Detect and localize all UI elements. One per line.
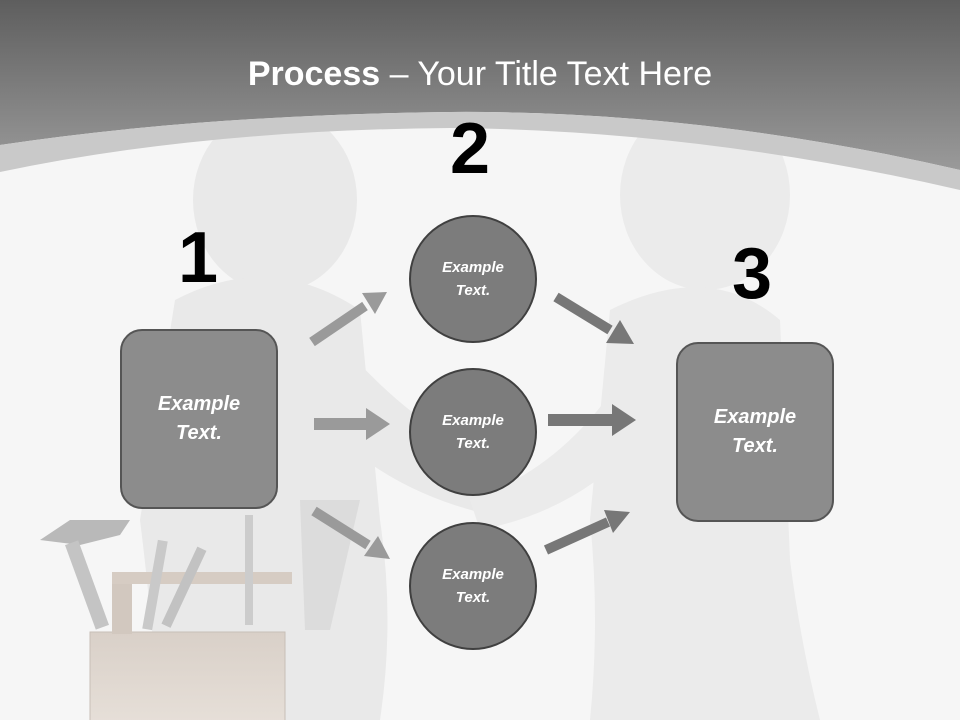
arrow-1-to-top bbox=[309, 292, 387, 347]
step-3-text: Example Text. bbox=[713, 406, 797, 457]
header-band bbox=[0, 0, 960, 170]
step-2-circle-middle: Example Text. bbox=[409, 368, 537, 496]
step-number-1: 1 bbox=[178, 218, 219, 298]
step-2-text-middle: Example Text. bbox=[442, 412, 504, 452]
step-number-3: 3 bbox=[732, 234, 773, 314]
step-2-circle-top: Example Text. bbox=[409, 215, 537, 343]
step-2-text-top: Example Text. bbox=[442, 259, 504, 299]
arrow-1-to-middle bbox=[314, 408, 390, 440]
arrow-bottom-to-3 bbox=[543, 510, 630, 555]
arrow-1-to-bottom bbox=[311, 506, 390, 559]
step-1-text: Example Text. bbox=[157, 393, 241, 444]
step-2-circle-bottom: Example Text. bbox=[409, 522, 537, 650]
title-rest: – Your Title Text Here bbox=[380, 55, 713, 93]
step-2-text-bottom: Example Text. bbox=[442, 566, 504, 606]
arrow-middle-to-3 bbox=[548, 404, 636, 436]
header-swoosh bbox=[0, 111, 960, 190]
title-bold: Process bbox=[247, 55, 381, 93]
slide-title: Process – Your Title Text Here bbox=[0, 52, 960, 96]
step-1-box: Example Text. bbox=[120, 329, 278, 509]
step-number-2: 2 bbox=[450, 109, 491, 189]
toolbox-illustration bbox=[40, 500, 360, 720]
arrow-top-to-3 bbox=[553, 292, 634, 344]
step-3-box: Example Text. bbox=[676, 342, 834, 522]
